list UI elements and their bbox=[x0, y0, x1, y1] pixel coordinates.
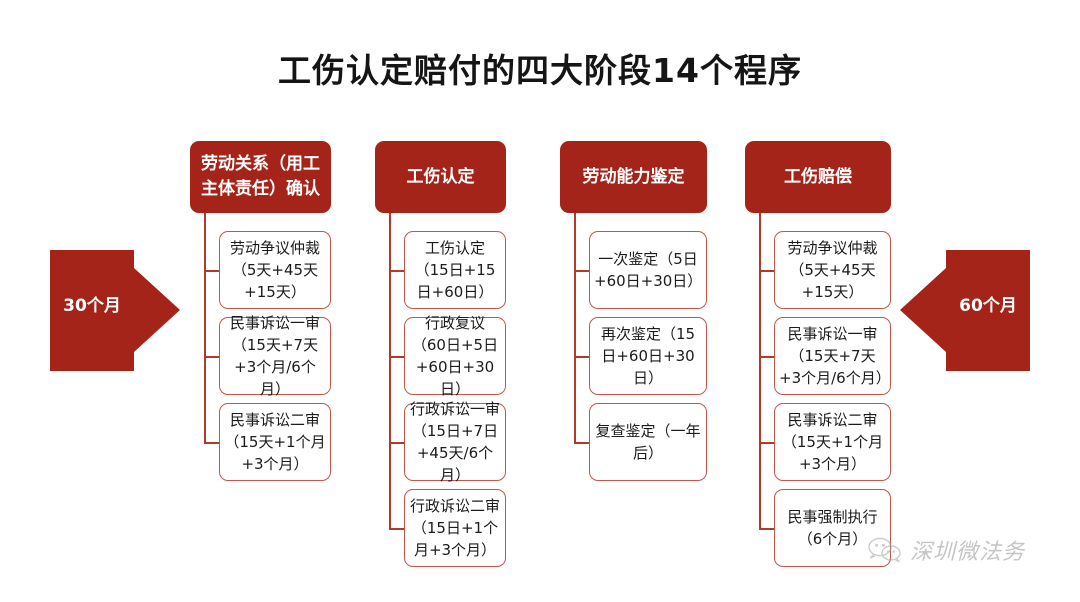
step-box-2-4[interactable]: 行政诉讼二审（15日+1个月+3个月） bbox=[404, 489, 506, 567]
connector-trunk-3 bbox=[574, 213, 576, 442]
connector-stub-3-3 bbox=[574, 442, 589, 444]
connector-stub-2-1 bbox=[389, 270, 404, 272]
step-box-1-2[interactable]: 民事诉讼一审（15天+7天+3个月/6个月） bbox=[219, 314, 331, 398]
connector-stub-1-3 bbox=[204, 442, 219, 444]
arrow-left-30-months: 30个月 bbox=[50, 250, 180, 371]
arrow-left-head-icon bbox=[134, 268, 180, 352]
step-box-2-1[interactable]: 工伤认定（15日+15日+60日） bbox=[404, 231, 506, 309]
watermark: 深圳微法务 bbox=[868, 534, 1025, 566]
step-box-1-3[interactable]: 民事诉讼二审（15天+1个月+3个月） bbox=[219, 403, 331, 481]
connector-stub-1-1 bbox=[204, 270, 219, 272]
connector-stub-4-2 bbox=[759, 356, 774, 358]
step-box-3-3[interactable]: 复查鉴定（一年后） bbox=[589, 403, 707, 481]
step-box-2-3[interactable]: 行政诉讼一审（15日+7日+45天/6个月） bbox=[404, 400, 506, 484]
stage-header-3[interactable]: 劳动能力鉴定 bbox=[560, 141, 707, 213]
connector-trunk-1 bbox=[204, 213, 206, 442]
page-title: 工伤认定赔付的四大阶段14个程序 bbox=[278, 51, 802, 90]
step-box-4-3[interactable]: 民事诉讼二审（15天+1个月+3个月） bbox=[774, 403, 891, 481]
connector-stub-4-1 bbox=[759, 270, 774, 272]
step-box-3-1[interactable]: 一次鉴定（5日+60日+30日） bbox=[589, 231, 707, 309]
step-box-4-4[interactable]: 民事强制执行（6个月） bbox=[774, 489, 891, 567]
arrow-left-body bbox=[50, 250, 134, 371]
stage-header-4[interactable]: 工伤赔偿 bbox=[745, 141, 891, 213]
connector-stub-2-4 bbox=[389, 528, 404, 530]
connector-stub-3-1 bbox=[574, 270, 589, 272]
connector-stub-1-2 bbox=[204, 356, 219, 358]
stage-header-1[interactable]: 劳动关系（用工主体责任）确认 bbox=[190, 141, 331, 213]
connector-stub-3-2 bbox=[574, 356, 589, 358]
connector-trunk-4 bbox=[759, 213, 761, 528]
step-box-1-1[interactable]: 劳动争议仲裁（5天+45天+15天） bbox=[219, 231, 331, 309]
step-box-4-1[interactable]: 劳动争议仲裁（5天+45天+15天） bbox=[774, 231, 891, 309]
arrow-right-label: 60个月 bbox=[959, 296, 1017, 316]
wechat-icon bbox=[868, 537, 901, 563]
connector-stub-4-3 bbox=[759, 442, 774, 444]
connector-stub-4-4 bbox=[759, 528, 774, 530]
arrow-right-head-icon bbox=[900, 268, 946, 352]
step-box-4-2[interactable]: 民事诉讼一审（15天+7天+3个月/6个月） bbox=[774, 317, 891, 395]
step-box-2-2[interactable]: 行政复议（60日+5日+60日+30日） bbox=[404, 314, 506, 398]
arrow-right-body bbox=[946, 250, 1030, 371]
connector-trunk-2 bbox=[389, 213, 391, 528]
arrow-left-label: 30个月 bbox=[63, 296, 121, 316]
step-box-3-2[interactable]: 再次鉴定（15日+60日+30日） bbox=[589, 317, 707, 395]
arrow-right-60-months: 60个月 bbox=[900, 250, 1030, 371]
stage-header-2[interactable]: 工伤认定 bbox=[375, 141, 506, 213]
connector-stub-2-2 bbox=[389, 356, 404, 358]
connector-stub-2-3 bbox=[389, 442, 404, 444]
watermark-text: 深圳微法务 bbox=[910, 540, 1026, 565]
